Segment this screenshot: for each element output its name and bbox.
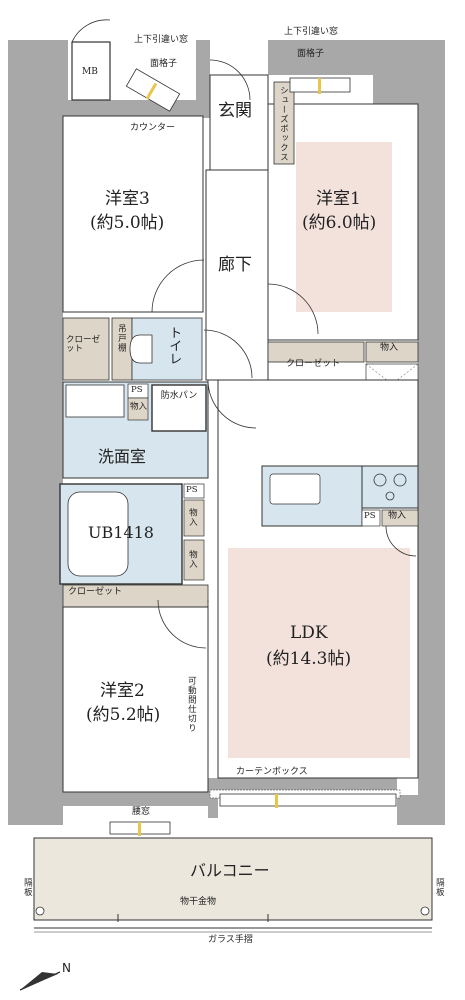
closet-bed3-label: クローゼット [66,335,101,355]
bedroom3-door-swing [151,259,205,313]
mb-box [71,41,111,101]
window-ldk [219,793,397,807]
bedroom3-size: (約5.0帖) [90,213,165,233]
bath-name: UB1418 [88,523,154,542]
bedroom1-size: (約6.0帖) [302,213,377,233]
toilet-door-swing [203,329,253,379]
ldk-carpet [228,548,410,758]
hallway-name: 廊下 [218,255,252,275]
ps-kitchen-box [361,509,381,527]
closet-bed1-label: クローゼット [286,359,341,369]
door-swings [151,59,417,649]
window-marks [138,78,321,836]
toilet-name: トイレ [166,326,182,365]
waist-window-label: 腰窓 [132,807,151,817]
storage-bath2-box [183,539,205,581]
storage-bed1-label: 物入 [380,343,399,353]
north-label: N [62,961,71,975]
closet-bed1 [267,341,365,363]
counter-label: カウンター [130,123,176,133]
wall-top-bed3 [63,100,203,116]
mb-door-swing [71,19,111,43]
balcony-floor [33,837,433,921]
shoe-box-label: シューズボックス [278,86,289,162]
hallway-floor [205,169,269,381]
burner-3 [385,491,395,501]
storage-bath1-label: 物入 [187,508,198,527]
bedroom1-name: 洋室1 [316,189,361,209]
bedroom2-size: (約5.2帖) [86,705,161,725]
wall-top-entrance-right [268,40,373,75]
bedroom2-name: 洋室2 [100,681,145,701]
compass [19,971,61,991]
bedroom3-floor [62,115,204,313]
waterproof-pan-label: 防水パン [160,391,198,401]
bedroom2-floor [62,606,209,793]
kitchen-sink [269,473,321,505]
wall-bottom-right [397,795,445,825]
burner-2 [393,473,407,487]
glass-handrail-label: ガラス手摺 [208,935,253,945]
ldk-door-swing [207,379,257,429]
ldk-size: (約14.3帖) [266,649,352,669]
balcony-name: バルコニー [190,861,270,880]
ps-bath-box [183,483,205,499]
bedroom1-carpet [296,142,392,312]
movable-partition-label: 可動間仕切り [186,676,197,733]
bedroom2-door-swing [157,599,207,649]
storage-kitchen-box [381,509,419,527]
entrance-floor [209,74,269,171]
wall-right [418,104,445,810]
sliding-window-left-label: 上下引違い窓 [134,35,189,45]
bedroom3-name: 洋室3 [105,189,150,209]
grille-right-label: 面格子 [297,49,325,59]
partition-left-label: 隔板 [22,878,33,897]
entrance-door-swing [209,59,251,101]
partition-right-label: 隔板 [434,878,445,897]
storage-bed1 [365,341,419,363]
wall-bottom-left [8,795,63,825]
entrance-name: 玄関 [218,101,252,121]
laundry-hanger-label: 物干金物 [180,897,217,907]
ps-kitchen-label: PS [364,511,376,521]
storage-kitchen-label: 物入 [388,511,407,521]
wall-left [8,100,63,810]
bathtub [67,491,129,577]
storage-wash-box [127,397,149,421]
closet-bed2-label: クローゼット [68,587,123,597]
wall-mass-top-right [373,40,445,104]
ldk-name: LDK [290,623,328,643]
hanging-shelf-label: 吊戸棚 [116,324,127,353]
burner-1 [373,473,387,487]
shoe-box [273,81,295,165]
partition-right-mark [420,906,430,916]
toilet-bowl [129,334,153,364]
ps-bath-label: PS [186,485,198,495]
partition-left-mark [35,906,45,916]
wall-bottom-bed2 [63,792,208,806]
bedroom1-door-swing [267,283,319,335]
storage-wash-label: 物入 [130,402,148,412]
structure-walls [8,40,445,825]
kitchen-door-swing [385,525,417,557]
ps-wash-label: PS [131,385,143,395]
grille-left-label: 面格子 [150,59,178,69]
sliding-window-right-label: 上下引違い窓 [284,27,339,37]
curtain-box-label: カーテンボックス [236,767,308,777]
storage-bath2-label: 物入 [187,550,198,569]
waterproof-pan-box [151,384,207,432]
wall-mass-top-left [8,40,68,100]
wall-top-entrance-left [196,40,210,118]
washroom-name: 洗面室 [98,447,147,466]
wash-basin [65,384,125,418]
storage-bath1-box [183,499,205,537]
closet-bed3 [62,317,110,381]
stove [361,465,419,509]
mb-label: MB [82,67,98,77]
